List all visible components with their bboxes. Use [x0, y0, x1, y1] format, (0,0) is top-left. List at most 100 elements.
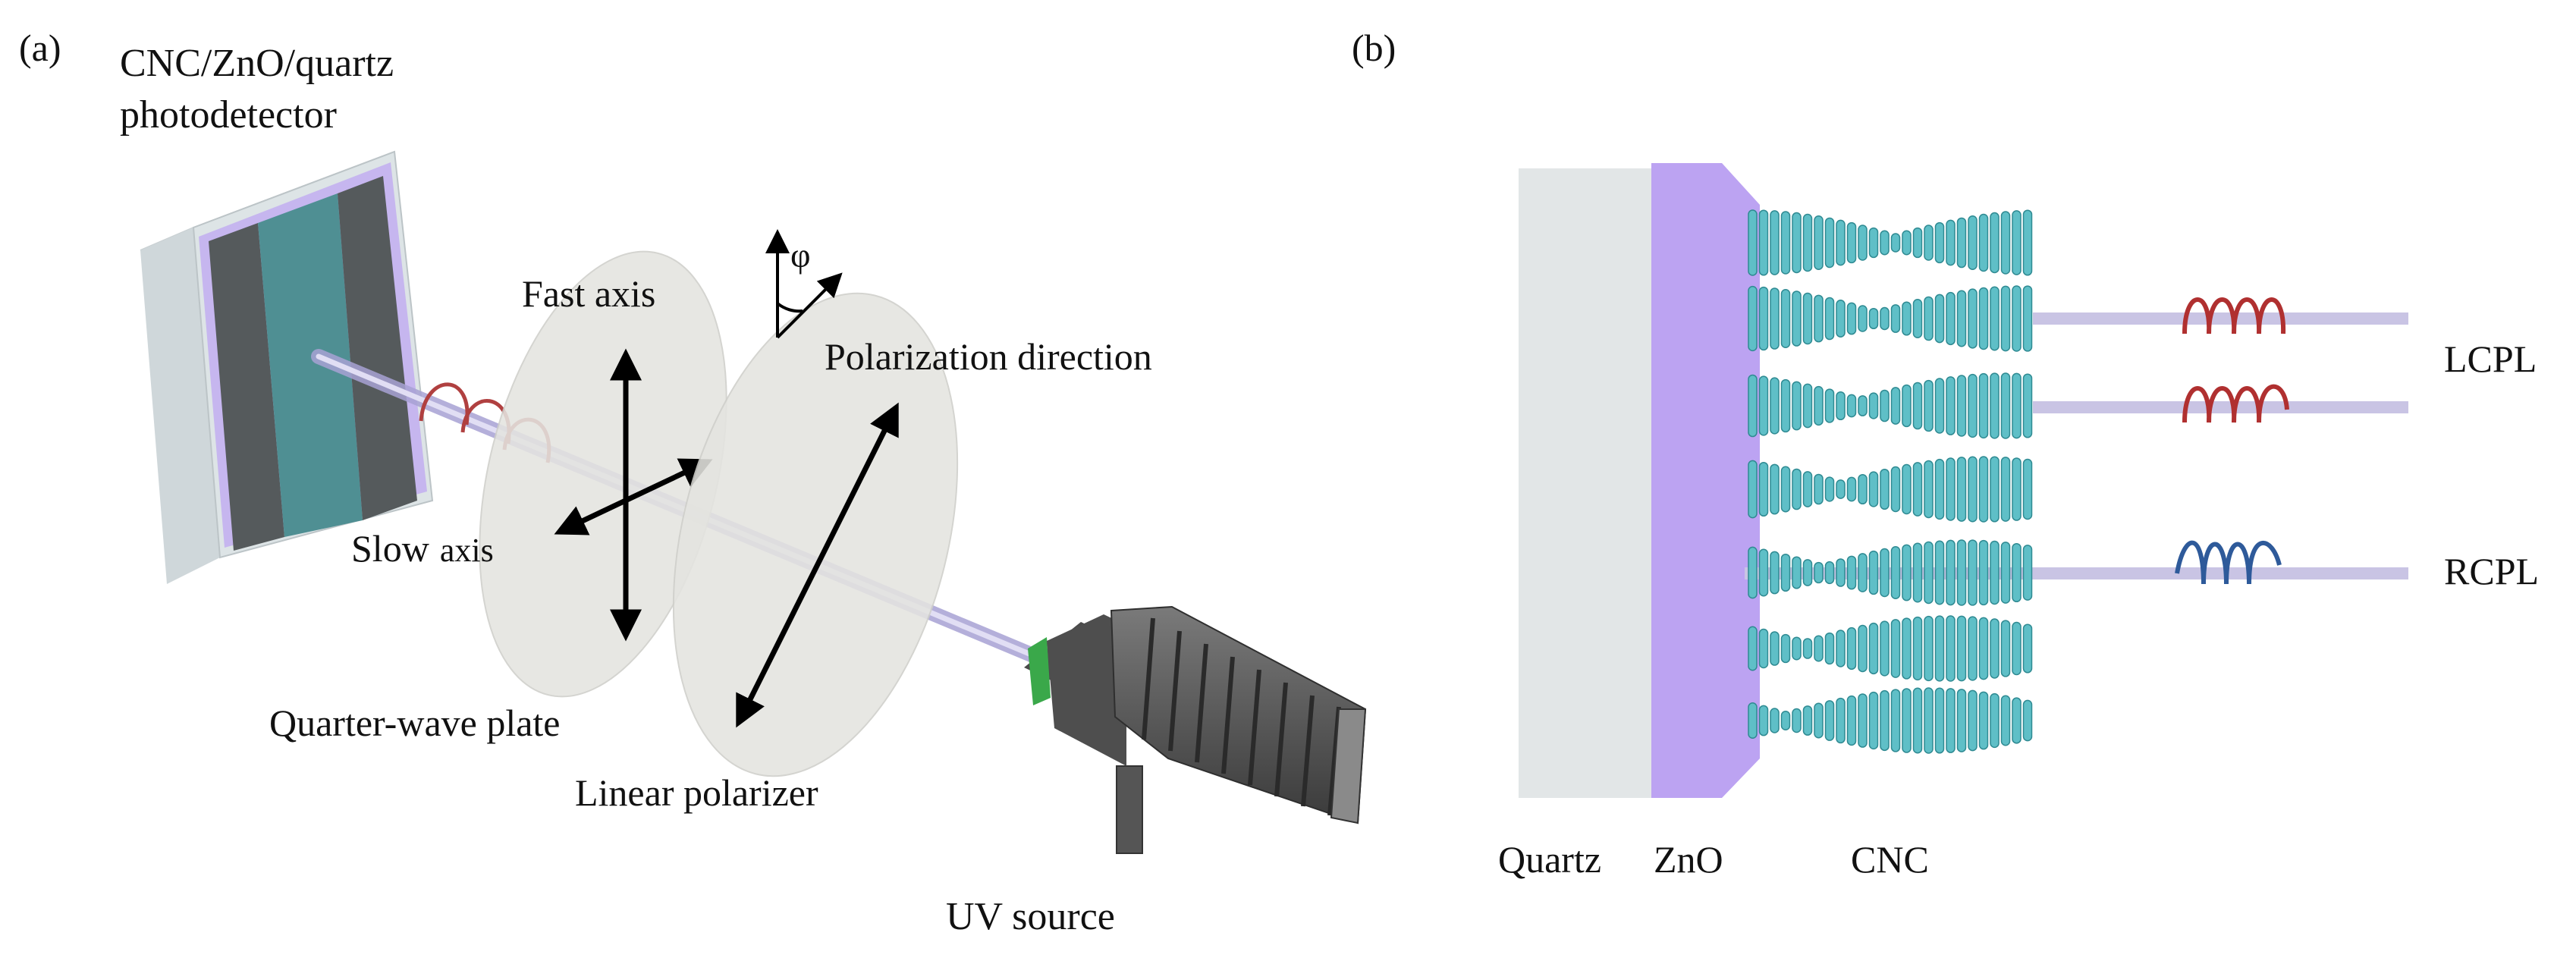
cnc-rod: [1946, 457, 1956, 521]
cnc-rod: [1770, 551, 1780, 595]
cnc-rod: [1890, 689, 1901, 752]
cnc-rod: [1858, 473, 1868, 505]
cnc-rod: [2000, 372, 2011, 439]
cnc-rod: [1912, 227, 1923, 259]
cnc-rod: [1902, 463, 1912, 515]
cnc-rod: [1912, 542, 1923, 603]
cnc-rod: [1924, 296, 1934, 341]
cnc-rod: [1836, 630, 1846, 667]
cnc-helix-stack: [1748, 209, 2033, 754]
cnc-rod: [1858, 624, 1868, 673]
cnc-rod: [1748, 374, 1758, 438]
cnc-rod: [2022, 209, 2033, 276]
cnc-rod: [2000, 695, 2011, 746]
cnc-rod: [1814, 215, 1824, 270]
cnc-rod: [1792, 290, 1802, 347]
cnc-rod: [1868, 622, 1879, 675]
cnc-rod: [1846, 476, 1857, 502]
cnc-rod: [2012, 457, 2022, 521]
quartz-substrate: [1519, 168, 1651, 798]
cnc-rod: [1846, 695, 1857, 746]
cnc-rod: [1990, 540, 2000, 605]
cnc-rod: [1792, 381, 1802, 431]
photodetector: [140, 150, 434, 584]
cnc-rod: [1770, 377, 1780, 435]
panel-a-label: (a): [19, 27, 61, 69]
cnc-rod: [1924, 615, 1934, 682]
cnc-rod: [1770, 708, 1780, 733]
polarization-direction-arrow: [736, 402, 899, 728]
cnc-rod: [1780, 378, 1791, 433]
cnc-rod: [1978, 456, 1989, 523]
cnc-rod: [1758, 705, 1769, 736]
cnc-rod: [1780, 466, 1791, 513]
cnc-rod: [1836, 479, 1846, 499]
cnc-rod: [1748, 702, 1758, 739]
cnc-rod: [2012, 285, 2022, 352]
cnc-rod: [1780, 710, 1791, 731]
cnc-rod: [1824, 297, 1835, 341]
cnc-rod: [1956, 689, 1967, 752]
cnc-rod: [1946, 219, 1956, 266]
cnc-rod: [1890, 466, 1901, 513]
angle-phi-icon: [765, 229, 843, 339]
cnc-rod: [1846, 555, 1857, 590]
cnc-rod: [1758, 548, 1769, 597]
cnc-rod: [1802, 638, 1813, 659]
cnc-rod: [1978, 691, 1989, 750]
cnc-rod: [1846, 627, 1857, 671]
cnc-rod: [1758, 209, 1769, 276]
cnc-rod: [2012, 697, 2022, 744]
cnc-rod: [1824, 217, 1835, 269]
cnc-rod: [2000, 285, 2011, 352]
cnc-rod: [1802, 705, 1813, 736]
cnc-rod: [1924, 225, 1934, 261]
cnc-rod: [1868, 691, 1879, 750]
cnc-rod: [1880, 620, 1890, 677]
cnc-rod: [1968, 215, 1978, 270]
cnc-rod: [1858, 305, 1868, 332]
panel-a: (a) CNC/ZnO/quartz photodetector: [19, 27, 1367, 938]
cnc-rod: [1968, 288, 1978, 349]
cnc-rod: [1912, 462, 1923, 517]
cnc-rod: [1814, 561, 1824, 584]
cnc-rod: [1858, 225, 1868, 261]
cnc-rod: [1890, 233, 1901, 253]
panel-b: (b) LCPL RCPL Quartz ZnO CNC: [1352, 27, 2539, 881]
cnc-rod: [1902, 301, 1912, 336]
lcpl-label: LCPL: [2444, 338, 2537, 380]
fast-axis-label: Fast axis: [522, 272, 655, 315]
cnc-rod: [1814, 385, 1824, 426]
cnc-rod: [1924, 687, 1934, 754]
cnc-rod: [1968, 689, 1978, 752]
cnc-rod: [1814, 473, 1824, 505]
cnc-rod: [1934, 294, 1945, 344]
cnc-rod: [2012, 542, 2022, 603]
cnc-rod: [1748, 285, 1758, 352]
cnc-rod: [1890, 619, 1901, 678]
helix-wave-icon: [2182, 297, 2289, 423]
cnc-rod: [1770, 463, 1780, 515]
cnc-rod: [1924, 379, 1934, 432]
cnc-rod: [2000, 620, 2011, 677]
cnc-rod: [1814, 635, 1824, 662]
cnc-rod: [1968, 616, 1978, 681]
cnc-rod: [1780, 289, 1791, 348]
cnc-rod: [1934, 458, 1945, 520]
cnc-rod: [1946, 615, 1956, 682]
quarter-wave-plate: [479, 250, 727, 698]
cnc-rod: [1802, 213, 1813, 272]
cnc-rod: [1836, 697, 1846, 744]
cnc-rod: [1858, 553, 1868, 592]
cnc-rod: [2012, 621, 2022, 676]
zno-layer: [1651, 163, 1760, 798]
cnc-rod: [2022, 373, 2033, 438]
slow-axis-arrow: [554, 458, 713, 535]
cnc-rod: [1836, 300, 1846, 338]
cnc-rod: [1846, 221, 1857, 264]
cnc-rod: [1792, 212, 1802, 274]
cnc-rod: [1802, 559, 1813, 586]
light-beams: [1745, 312, 2408, 579]
cnc-rod: [1858, 395, 1868, 416]
